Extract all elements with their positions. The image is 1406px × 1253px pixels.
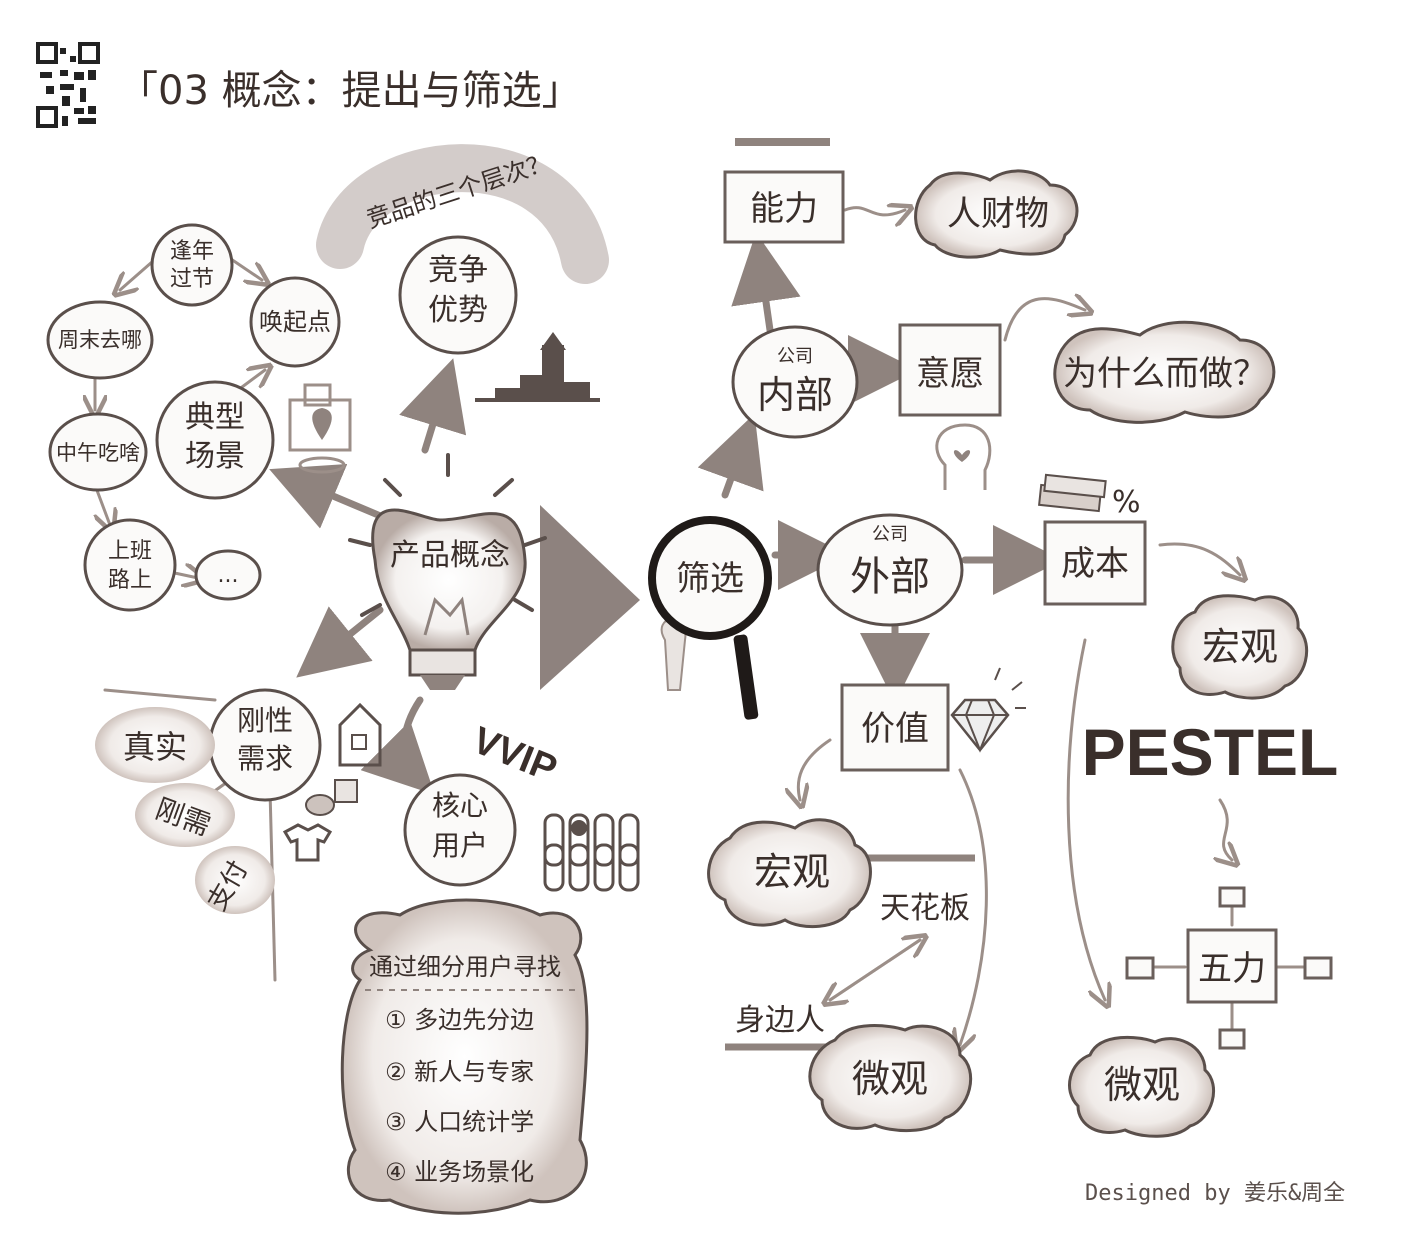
filter-label: 筛选 [676,559,744,599]
growth-chart-icon [475,332,600,402]
heart-head-icon [935,423,992,490]
find-item-3: ③ 人口统计学 [385,1108,534,1136]
cost-box: 成本 [1043,520,1147,606]
scene-festival-l2: 过节 [170,267,214,292]
pay-shade [195,846,275,914]
core-l1: 核心 [432,789,488,822]
macro-label-value: 宏观 [754,850,830,894]
micro-cloud-cost: 微观 [1068,1035,1215,1138]
svg-text:成本: 成本 [1061,544,1129,584]
compete-arc-shadow [316,144,609,284]
percent-icon: % [1112,485,1141,520]
need-item-real: 真实 [123,728,187,766]
shirt-icon [282,823,333,862]
scene-item-festival: 逢年 过节 [150,223,234,307]
find-item-1: ① 多边先分边 [385,1006,534,1034]
micro-label-cost: 微观 [1104,1063,1180,1107]
location-pin-icon [288,383,352,474]
ability-box: 能力 [723,170,845,244]
macro-label-cost: 宏观 [1202,625,1278,669]
house-icon [338,702,382,767]
scene-item-lunch: 中午吃啥 [48,412,148,492]
filter-magnifier: 筛选 [648,516,772,720]
value-box: 价值 [840,683,950,772]
external-node: 公司 外部 [816,513,964,627]
svg-text:人财物: 人财物 [947,194,1049,234]
compete-l1: 竞争 [428,253,488,288]
scene-item-trigger: 唤起点 [249,276,341,368]
svg-text:...: ... [218,563,239,588]
qr-code-icon [35,42,101,130]
rigid-shade [135,783,235,847]
crowd-icon [543,813,640,892]
external-l2: 外部 [850,554,930,600]
five-forces-diagram [1125,886,1333,1050]
will-box: 意愿 [898,323,1002,417]
need-l2: 需求 [237,742,293,775]
product-concept-bulb: 产品概念 [348,453,547,690]
micro-cloud-value: 微观 [808,1024,973,1133]
food-icon [305,779,358,816]
svg-text:能力: 能力 [750,189,818,229]
scene-festival-l1: 逢年 [170,239,214,264]
core-l2: 用户 [432,829,488,862]
need-l1: 刚性 [237,704,293,737]
why-cloud: 为什么而做？ [1053,320,1276,424]
find-title: 通过细分用户寻找 [369,953,561,981]
external-l1: 公司 [872,524,908,545]
funnel-arrow [540,505,640,690]
svg-text:中午吃啥: 中午吃啥 [56,441,140,465]
pestel-label: PESTEL [1082,715,1339,789]
find-item-4: ④ 业务场景化 [385,1158,534,1186]
scene-node: 典型 场景 [155,380,275,500]
money-icon: % [1038,473,1141,520]
real-shade [95,707,215,783]
internal-l2: 内部 [757,373,833,417]
page-title: 「03 概念：提出与筛选」 [118,68,582,114]
core-user-node: 核心 用户 [403,773,517,887]
scene-item-more: ... [194,549,262,601]
internal-l1: 公司 [777,346,813,367]
macro-cloud-cost: 宏观 [1171,594,1309,700]
macro-cloud-value: 宏观 [707,818,872,929]
scene-l2: 场景 [185,439,245,474]
ceiling-label: 天花板 [880,891,970,926]
svg-text:价值: 价值 [861,709,929,749]
internal-node: 公司 内部 [731,325,859,439]
svg-text:意愿: 意愿 [916,354,984,394]
scene-item-commute: 上班 路上 [83,518,177,612]
svg-text:五力: 五力 [1198,949,1266,989]
nearby-label: 身边人 [735,1003,825,1038]
find-item-2: ② 新人与专家 [385,1058,534,1086]
resources-cloud: 人财物 [914,169,1079,259]
compete-node: 竞争 优势 [398,235,518,355]
compete-l2: 优势 [428,293,488,328]
svg-text:周末去哪: 周末去哪 [58,328,142,352]
five-forces-box: 五力 [1186,928,1278,1004]
credit-label: Designed by 姜乐&周全 [1085,1181,1345,1206]
diamond-icon [950,667,1026,753]
svg-text:唤起点: 唤起点 [259,308,331,336]
scene-item-weekend: 周末去哪 [46,300,154,380]
scene-l1: 典型 [185,400,245,435]
micro-label-value: 微观 [852,1057,928,1101]
need-node: 刚性 需求 [208,688,322,802]
product-concept-label: 产品概念 [390,538,510,573]
find-users-cloud: 通过细分用户寻找 ① 多边先分边 ② 新人与专家 ③ 人口统计学 ④ 业务场景化 [340,898,589,1215]
svg-text:为什么而做？: 为什么而做？ [1063,354,1267,394]
scene-commute-l1: 上班 [108,539,152,564]
scene-commute-l2: 路上 [108,568,152,593]
